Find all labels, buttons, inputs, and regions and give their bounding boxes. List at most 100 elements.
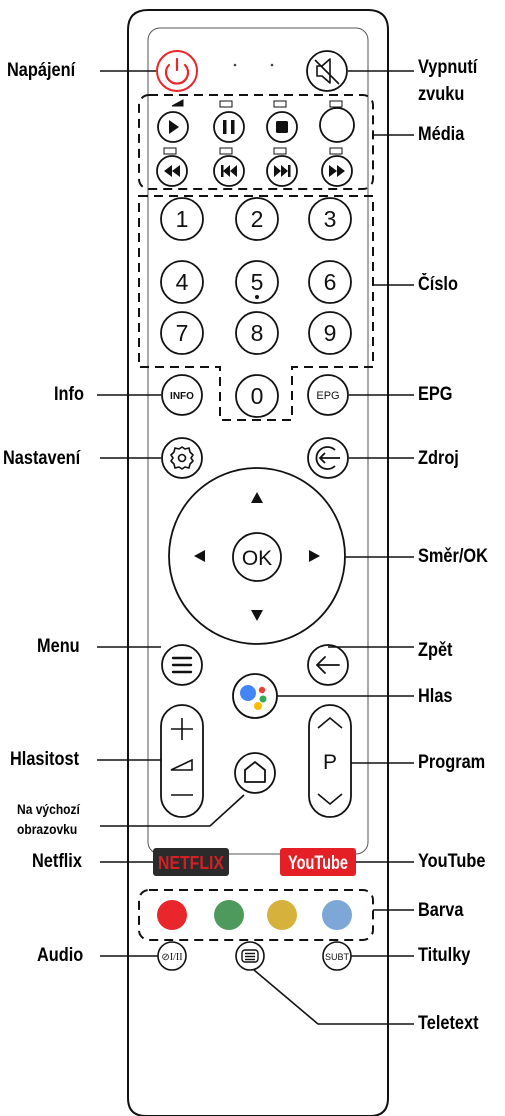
label-power: Napájení [7, 60, 76, 81]
digit-3-label: 3 [324, 206, 337, 232]
digit-1-label: 1 [176, 206, 189, 232]
previous-button[interactable] [213, 155, 245, 187]
teletext-icon [241, 949, 259, 963]
arrow-right-icon [309, 550, 320, 562]
digit-7-label: 7 [176, 320, 189, 346]
youtube-logo-text: YouTube [288, 853, 348, 874]
play-button[interactable] [157, 111, 189, 143]
label-media: Média [418, 124, 465, 145]
epg-button[interactable]: EPG [307, 374, 349, 416]
netflix-logo-text: NETFLIX [158, 853, 224, 873]
yellow-key[interactable] [267, 900, 297, 930]
digit-0-button[interactable]: 0 [235, 374, 279, 418]
digit-5-button[interactable]: 5 [235, 260, 279, 304]
red-key[interactable] [157, 900, 187, 930]
label-subtitles: Titulky [418, 945, 471, 966]
blue-key[interactable] [322, 900, 352, 930]
fast-forward-icon [329, 165, 345, 177]
pause-button[interactable] [213, 111, 245, 143]
blank-media-button[interactable] [319, 107, 355, 143]
info-button[interactable]: INFO [161, 374, 203, 416]
audio-button[interactable]: ⊘I/II [157, 941, 187, 971]
home-button[interactable] [234, 752, 276, 794]
digit-2-label: 2 [251, 206, 264, 232]
digit-7-button[interactable]: 7 [160, 311, 204, 355]
label-settings: Nastavení [3, 448, 81, 469]
label-direction-ok: Směr/OK [418, 546, 488, 567]
program-rocker[interactable]: P [308, 704, 352, 818]
media-small-icons [163, 99, 343, 155]
label-home-line2: obrazovku [17, 821, 78, 837]
label-teletext: Teletext [418, 1013, 479, 1034]
label-home-line1: Na výchozí [17, 801, 80, 817]
digit-6-button[interactable]: 6 [308, 260, 352, 304]
label-color: Barva [418, 900, 464, 921]
label-mute-line1: Vypnutí [418, 57, 478, 78]
program-button-label: P [323, 751, 337, 774]
home-icon [244, 761, 266, 783]
digit-6-label: 6 [324, 269, 337, 295]
green-key[interactable] [214, 900, 244, 930]
youtube-button[interactable]: YouTube [280, 848, 356, 876]
digit-9-label: 9 [324, 320, 337, 346]
number-group-box [138, 195, 374, 421]
menu-button[interactable] [161, 644, 203, 686]
power-button[interactable] [156, 50, 198, 92]
label-youtube: YouTube [418, 851, 486, 872]
leader-lines [97, 70, 414, 1025]
digit-1-button[interactable]: 1 [160, 197, 204, 241]
previous-icon [221, 165, 224, 177]
ok-button[interactable]: OK [232, 532, 282, 582]
ok-button-label: OK [242, 547, 272, 570]
label-audio: Audio [37, 945, 84, 966]
volume-rocker[interactable] [160, 704, 204, 818]
chevron-down-icon [317, 793, 343, 806]
media-group-box [138, 94, 374, 190]
next-icon [274, 165, 288, 177]
digit-buttons: 1 2 3 4 5 6 7 8 9 0 [160, 197, 352, 418]
settings-button[interactable] [161, 437, 203, 479]
digit-8-label: 8 [251, 320, 264, 346]
mute-button[interactable] [306, 50, 348, 92]
label-program: Program [418, 752, 486, 773]
rewind-icon [164, 165, 180, 177]
back-button[interactable] [307, 644, 349, 686]
next-button[interactable] [266, 155, 298, 187]
arrow-left-icon [194, 550, 205, 562]
chevron-up-icon [317, 716, 343, 729]
rewind-button[interactable] [156, 155, 188, 187]
source-button[interactable] [307, 437, 349, 479]
digit-8-button[interactable]: 8 [235, 311, 279, 355]
label-voice: Hlas [418, 686, 453, 707]
fast-forward-button[interactable] [321, 155, 353, 187]
teletext-button[interactable] [235, 941, 265, 971]
netflix-button[interactable]: NETFLIX [153, 848, 229, 876]
digit-4-label: 4 [176, 269, 189, 295]
digit-3-button[interactable]: 3 [308, 197, 352, 241]
digit-2-button[interactable]: 2 [235, 197, 279, 241]
remote-inner-panel [147, 27, 369, 855]
digit-0-label: 0 [251, 383, 264, 409]
label-netflix: Netflix [32, 851, 82, 872]
label-menu: Menu [37, 636, 80, 657]
power-icon [164, 63, 190, 85]
volume-up-icon [171, 718, 193, 740]
color-group-box [138, 889, 374, 941]
indicator-dot [233, 63, 237, 67]
label-epg: EPG [418, 384, 453, 405]
label-mute-line2: zvuku [418, 84, 465, 105]
voice-button[interactable] [232, 673, 278, 719]
subtitles-button[interactable]: SUBT [322, 941, 352, 971]
hamburger-icon [171, 656, 193, 674]
digit-5-label: 5 [251, 269, 264, 295]
stop-icon [276, 121, 288, 133]
digit-9-button[interactable]: 9 [308, 311, 352, 355]
label-volume: Hlasitost [10, 749, 80, 770]
tactile-dot [255, 295, 259, 299]
gear-icon [170, 446, 194, 470]
play-icon [169, 120, 179, 134]
digit-4-button[interactable]: 4 [160, 260, 204, 304]
stop-button[interactable] [266, 111, 298, 143]
epg-button-label: EPG [316, 390, 339, 402]
